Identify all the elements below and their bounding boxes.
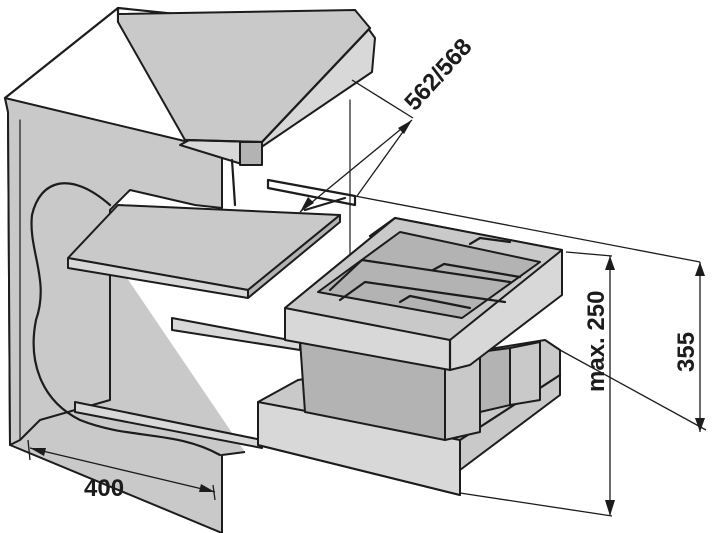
dimension-total-height: [559, 262, 707, 432]
depth-label: 562/568: [399, 33, 477, 116]
dimension-depth: [299, 79, 701, 263]
dimension-max-height: [459, 251, 615, 517]
total-height-label: 355: [673, 332, 700, 372]
dimension-width: [27, 439, 216, 501]
worktop: [117, 9, 376, 207]
upper-shelf: [67, 178, 357, 299]
waste-bin-unit: [257, 216, 563, 496]
runners: [74, 317, 301, 449]
cable: [30, 182, 222, 457]
width-label: 400: [84, 475, 124, 502]
max-height-label: max. 250: [583, 291, 610, 392]
